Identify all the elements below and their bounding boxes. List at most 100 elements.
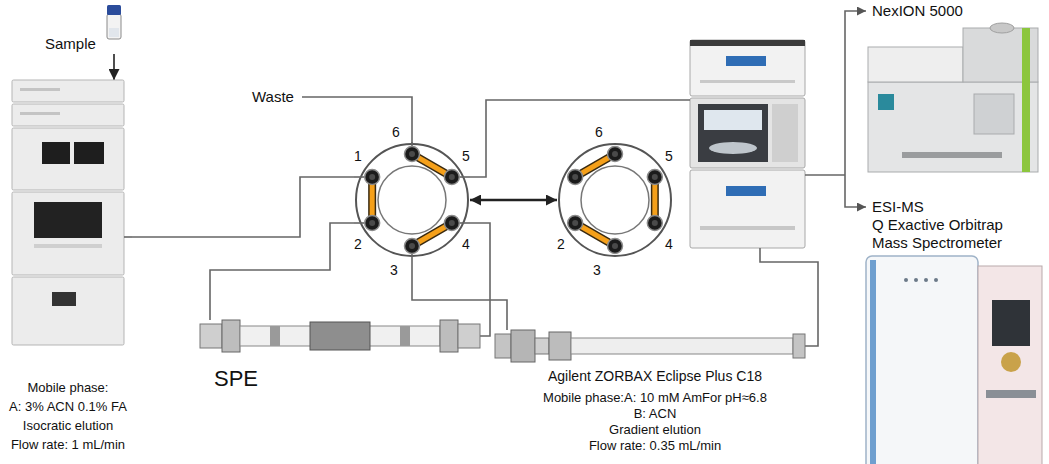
column-fitting — [535, 338, 549, 354]
hplc-pump-stack-art — [4, 80, 132, 345]
tubing-connector — [412, 258, 507, 330]
thermo-hplc-stack — [726, 56, 766, 66]
node-heading: SPE — [214, 366, 294, 392]
text-block: Mobile phase:A: 3% ACN 0.1% FAIsocratic … — [4, 378, 132, 454]
column-nut — [549, 332, 571, 360]
valve-port — [405, 147, 420, 162]
valve-port — [369, 220, 375, 226]
node-heading: Sample — [45, 35, 105, 53]
six-port-valve: 65243 — [557, 142, 673, 258]
instrument-stripe — [1022, 28, 1030, 172]
instrument-port — [990, 23, 1014, 33]
node-text: Gradient elution — [495, 422, 815, 438]
node-heading: Agilent ZORBAX Eclipse Plus C18 — [495, 368, 815, 384]
module-badge — [20, 112, 60, 115]
hplc-module — [12, 128, 124, 190]
valve-rotor — [581, 166, 649, 234]
text-block: SPE — [214, 366, 294, 392]
cartridge-band — [400, 326, 410, 346]
cartridge-holder — [310, 322, 370, 350]
module-window — [34, 202, 102, 238]
vial-cap — [107, 5, 121, 15]
hplc-module — [12, 192, 124, 275]
thermo-hplc-stack — [726, 186, 766, 196]
text-block: NexION 5000 — [872, 2, 992, 20]
orbitrap-ms-instrument: ESI-MSQ Exactive Orbitrap Mass Spectrome… — [866, 190, 1046, 464]
tubing-connector — [470, 223, 490, 320]
thermo-hplc-stack — [772, 104, 798, 162]
valve-port — [652, 174, 658, 180]
port-number: 3 — [593, 263, 601, 277]
instrument-base — [986, 390, 1036, 398]
cartridge-fitting — [458, 324, 480, 348]
thermo-hplc-stack — [704, 110, 762, 130]
instrument-body — [868, 82, 1038, 172]
valve-port — [572, 174, 578, 180]
valve-port — [409, 151, 415, 157]
outlet-arrow — [845, 175, 866, 207]
valve-port — [444, 170, 459, 185]
valve-body — [559, 144, 671, 256]
waste-label: Waste — [252, 88, 294, 106]
instrument-logo — [878, 94, 894, 110]
valve-port — [409, 243, 415, 249]
tubing-line — [805, 174, 845, 176]
instrument-door — [974, 94, 1014, 134]
node-heading: NexION 5000 — [872, 2, 992, 20]
valve-port — [608, 239, 623, 254]
module-panel — [52, 292, 76, 306]
cartridge-nut — [440, 320, 458, 352]
text-block: ESI-MSQ Exactive Orbitrap Mass Spectrome… — [872, 198, 1042, 252]
module-badge — [20, 88, 60, 91]
sample-vial: Sample — [45, 4, 127, 54]
thermo-hplc-stack — [698, 104, 768, 162]
six-port-valve-art — [557, 142, 673, 258]
hplc-module — [12, 104, 124, 126]
switch-arrow — [470, 199, 557, 201]
c18-column: Agilent ZORBAX Eclipse Plus C18Mobile ph… — [495, 330, 815, 454]
agilent-hplc-stack — [12, 80, 124, 345]
port-number: 6 — [595, 125, 603, 139]
hplc-module — [12, 80, 124, 102]
thermo-hplc-stack — [690, 170, 805, 248]
node-text: Q Exactive Orbitrap Mass Spectrometer — [872, 216, 1042, 252]
valve-port — [365, 216, 380, 231]
valve-port — [568, 170, 583, 185]
text-block: Sample — [45, 35, 105, 53]
tubing-stub — [480, 320, 490, 336]
cartridge-nut — [222, 320, 240, 352]
thermo-hplc-stack — [690, 40, 805, 248]
port-number: 4 — [462, 237, 470, 251]
status-light — [924, 278, 928, 282]
instrument-body — [866, 256, 978, 464]
c18-column-art — [495, 330, 815, 362]
valve-port — [449, 220, 455, 226]
valve-port — [612, 151, 618, 157]
node-heading: Mobile phase: — [4, 378, 132, 397]
thermo-hplc-stack — [690, 40, 805, 46]
ion-source — [1001, 352, 1021, 372]
ion-source — [992, 300, 1030, 346]
status-light — [914, 278, 918, 282]
thermo-hplc-stack — [700, 226, 795, 230]
valve-port — [572, 220, 578, 226]
tubing-connector — [210, 223, 354, 320]
valve-port — [365, 170, 380, 185]
port-number: 5 — [462, 149, 470, 163]
column-fitting — [495, 334, 511, 358]
valve-body — [356, 144, 468, 256]
port-number: 4 — [665, 237, 673, 251]
port-number: 2 — [354, 237, 362, 251]
valve-port — [647, 170, 662, 185]
column-fitting — [793, 334, 805, 358]
waste-line — [302, 97, 412, 143]
thermo-hplc-stack — [709, 142, 757, 154]
valve-port — [369, 174, 375, 180]
valve-rotor — [378, 166, 446, 234]
instrument-vent — [902, 152, 1002, 158]
thermo-hplc-stack — [700, 80, 795, 83]
tubing-connector — [113, 54, 115, 80]
node-text: A: 3% ACN 0.1% FA — [4, 397, 132, 416]
status-light — [904, 278, 908, 282]
